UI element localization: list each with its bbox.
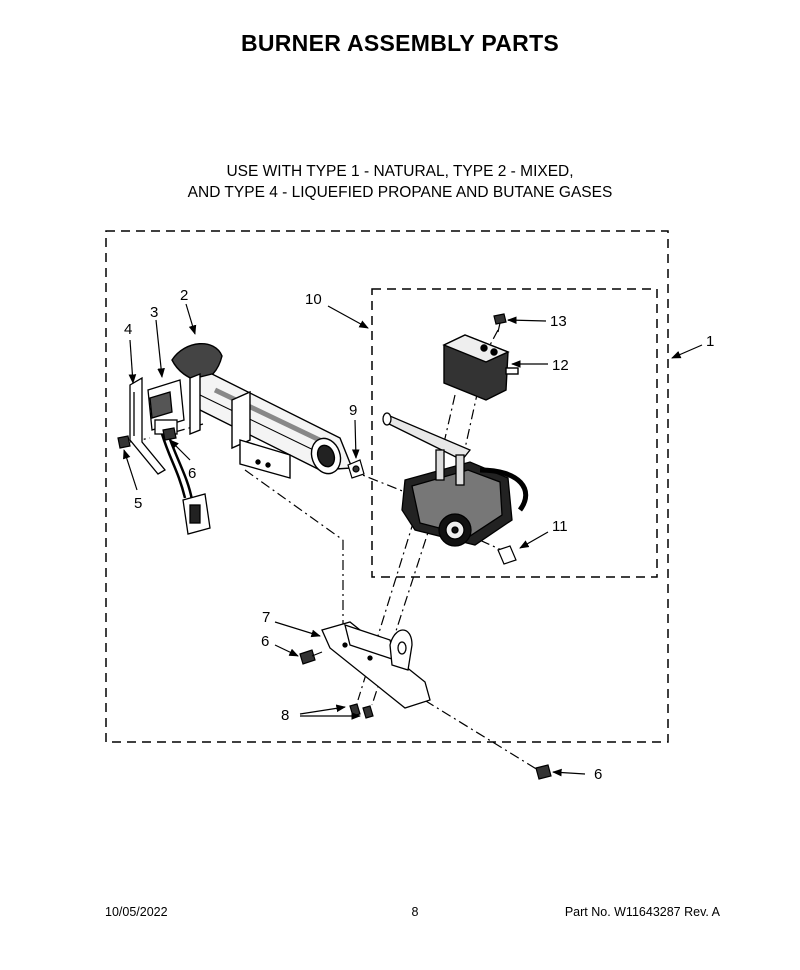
screw-8-left	[349, 703, 361, 717]
callout-arrow-5	[123, 449, 138, 491]
callout-2: 2	[180, 287, 188, 304]
valve-subassembly-boundary	[371, 288, 658, 578]
part-screw-13	[493, 313, 507, 333]
footer-page-number: 8	[411, 905, 419, 919]
callout-1: 1	[706, 333, 714, 350]
part-igniter-3	[147, 379, 194, 501]
callout-6b: 6	[261, 633, 269, 650]
screws	[117, 427, 552, 780]
callout-4: 4	[124, 321, 132, 338]
callout-arrow-11	[519, 531, 549, 549]
callout-arrow-8a	[299, 704, 346, 715]
screw-6-lower	[535, 764, 552, 780]
part-orifice-9	[347, 459, 365, 479]
callout-13: 13	[550, 313, 567, 330]
screw-6-middle	[299, 649, 316, 665]
part-burner-tube-2	[171, 342, 354, 479]
gas-type-note-line-2: AND TYPE 4 - LIQUEFIED PROPANE AND BUTAN…	[187, 184, 613, 201]
part-sensor-11	[497, 545, 517, 565]
callout-9: 9	[349, 402, 357, 419]
page-title: BURNER ASSEMBLY PARTS	[240, 30, 560, 56]
screw-6-upper	[162, 427, 177, 441]
igniter-connector	[182, 493, 211, 535]
part-bracket-4	[129, 376, 166, 475]
callout-arrow-10	[327, 305, 369, 329]
screw-5	[117, 435, 131, 449]
callout-3: 3	[150, 304, 158, 321]
callout-arrow-1	[671, 344, 703, 359]
callout-11: 11	[552, 518, 568, 535]
part-gas-valve-10	[382, 412, 529, 547]
callout-arrow-9	[351, 419, 360, 459]
assembly-boundary	[105, 230, 669, 743]
screw-8-right	[362, 705, 374, 719]
part-coil-12	[442, 334, 519, 401]
callout-5: 5	[134, 495, 142, 512]
callout-6c: 6	[594, 766, 602, 783]
callout-arrow-2	[185, 303, 197, 335]
callout-12: 12	[552, 357, 569, 374]
callout-arrow-13	[507, 316, 547, 325]
callout-arrow-6b	[274, 644, 299, 657]
callout-8: 8	[281, 707, 289, 724]
part-mounting-bracket-7	[321, 621, 431, 709]
callout-7: 7	[262, 609, 270, 626]
callout-arrow-3	[155, 319, 165, 378]
callout-arrow-4	[128, 339, 137, 384]
footer-date: 10/05/2022	[105, 905, 168, 919]
callout-6a: 6	[188, 465, 196, 482]
callout-arrow-6c	[552, 768, 586, 777]
callout-arrow-6a	[169, 439, 191, 461]
callout-10: 10	[305, 291, 322, 308]
callout-arrow-7	[274, 621, 321, 638]
footer-part-number: Part No. W11643287 Rev. A	[564, 905, 720, 919]
gas-type-note-line-1: USE WITH TYPE 1 - NATURAL, TYPE 2 - MIXE…	[226, 163, 574, 180]
